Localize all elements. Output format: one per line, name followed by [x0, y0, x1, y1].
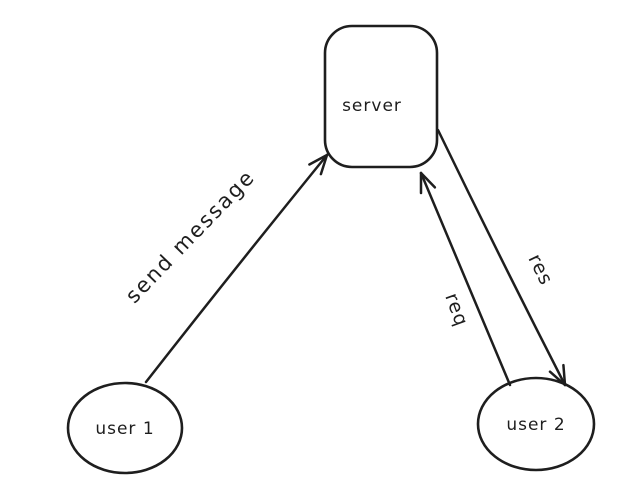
edge-req: req — [419, 171, 512, 387]
edge-send-message: send message — [121, 153, 329, 384]
user1-label: user 1 — [95, 419, 154, 439]
node-user1: user 1 — [66, 381, 184, 475]
user1-ellipse — [66, 381, 184, 475]
node-server: server — [323, 24, 439, 169]
req-label: req — [440, 290, 472, 330]
req-arrow-line — [419, 171, 512, 387]
res-arrowhead — [548, 370, 567, 387]
node-user2: user 2 — [476, 376, 596, 472]
res-arrowhead — [562, 363, 567, 387]
res-arrow-line — [436, 128, 567, 387]
res-label: res — [524, 251, 558, 289]
send-message-label: send message — [121, 165, 260, 308]
req-arrowhead — [419, 171, 437, 189]
send-message-arrow-line — [144, 153, 329, 384]
user2-label: user 2 — [506, 415, 565, 435]
user2-ellipse — [476, 376, 596, 472]
server-label: server — [342, 96, 402, 116]
server-box — [323, 24, 439, 169]
send-message-arrowhead — [319, 153, 329, 176]
send-message-arrowhead — [308, 153, 329, 166]
